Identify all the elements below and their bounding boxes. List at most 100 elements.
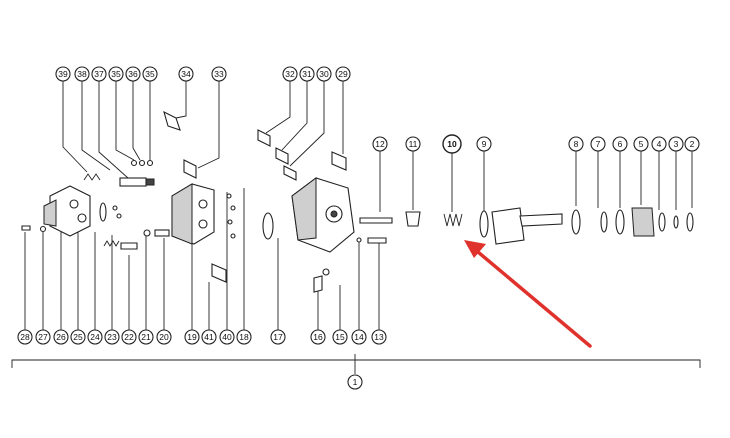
assembly-brace (11, 354, 701, 374)
dot-14 (356, 237, 362, 243)
flange-cover (49, 185, 91, 237)
parts-middle (257, 129, 421, 293)
spring-23 (103, 240, 120, 247)
dot-40b (230, 205, 236, 211)
svg-text:37: 37 (94, 69, 104, 79)
svg-text:3: 3 (674, 139, 679, 149)
callout-30: 30 (316, 66, 332, 82)
leader-35a (115, 81, 135, 161)
callout-40: 40 (219, 329, 235, 345)
svg-text:36: 36 (128, 69, 138, 79)
callout-10-highlighted: 10 (442, 134, 462, 154)
svg-text:16: 16 (313, 332, 323, 342)
bolt-13 (367, 237, 387, 244)
connector-33 (183, 159, 197, 179)
flange-stub (43, 199, 57, 227)
dot-18a (227, 219, 233, 225)
callout-16: 16 (310, 329, 326, 345)
svg-text:25: 25 (73, 332, 83, 342)
callout-31: 31 (299, 66, 315, 82)
svg-text:2: 2 (690, 139, 695, 149)
callout-37: 37 (91, 66, 107, 82)
svg-text:10: 10 (447, 139, 457, 149)
pin-20 (154, 229, 170, 237)
callout-19: 19 (184, 329, 200, 345)
cap-11 (405, 211, 421, 227)
leader-32 (265, 81, 291, 134)
svg-text:1: 1 (353, 377, 358, 387)
red-arrow-shaft (476, 250, 592, 348)
callout-1-assembly: 1 (347, 374, 363, 390)
pump-port-inner (330, 210, 338, 218)
svg-text:9: 9 (482, 139, 487, 149)
callout-25: 25 (70, 329, 86, 345)
screw-28 (21, 225, 31, 231)
callout-26: 26 (53, 329, 69, 345)
svg-text:33: 33 (214, 69, 224, 79)
callout-12: 12 (372, 136, 388, 152)
leader-39 (62, 81, 88, 173)
callout-33: 33 (211, 66, 227, 82)
leader-30 (289, 81, 325, 167)
callout-13: 13 (371, 329, 387, 345)
ring-6 (615, 209, 625, 235)
callout-32: 32 (282, 66, 298, 82)
washer-21 (143, 229, 151, 237)
svg-text:22: 22 (124, 332, 134, 342)
svg-text:8: 8 (574, 139, 579, 149)
callout-39: 39 (55, 66, 71, 82)
callout-36: 36 (125, 66, 141, 82)
svg-text:28: 28 (20, 332, 30, 342)
callout-9: 9 (476, 136, 492, 152)
svg-text:20: 20 (159, 332, 169, 342)
dot-18b (230, 233, 236, 239)
seal-35b (146, 159, 154, 167)
callout-38: 38 (74, 66, 90, 82)
bearing-5 (631, 207, 655, 237)
svg-text:6: 6 (618, 139, 623, 149)
pump-body-side (291, 177, 317, 241)
oring-17 (262, 212, 274, 240)
svg-text:26: 26 (56, 332, 66, 342)
dot-40a (226, 193, 232, 199)
svg-text:35: 35 (145, 69, 155, 79)
callout-6: 6 (612, 136, 628, 152)
ring-8 (571, 209, 581, 235)
leader-31 (281, 81, 308, 151)
parts-left (21, 110, 236, 283)
svg-text:41: 41 (204, 332, 214, 342)
parts-right (443, 207, 694, 245)
callouts-top: 39 38 37 35 36 35 34 33 32 31 30 29 12 1… (55, 66, 700, 154)
svg-text:31: 31 (302, 69, 312, 79)
callout-35b: 35 (142, 66, 158, 82)
leader-34 (175, 81, 187, 119)
leader-33 (197, 81, 220, 169)
ring-2 (686, 212, 694, 232)
svg-text:7: 7 (596, 139, 601, 149)
callout-22: 22 (121, 329, 137, 345)
svg-text:19: 19 (187, 332, 197, 342)
callout-17: 17 (270, 329, 286, 345)
red-arrow (464, 240, 592, 348)
callout-29: 29 (335, 66, 351, 82)
oring-25 (99, 202, 107, 222)
callout-8: 8 (568, 136, 584, 152)
fitting-29 (331, 151, 347, 171)
seal-35 (138, 159, 146, 167)
svg-text:18: 18 (239, 332, 249, 342)
svg-text:12: 12 (375, 139, 385, 149)
svg-text:40: 40 (222, 332, 232, 342)
callout-35a: 35 (108, 66, 124, 82)
bolt-22 (120, 242, 138, 250)
callout-2: 2 (684, 136, 700, 152)
svg-text:5: 5 (639, 139, 644, 149)
callout-23: 23 (104, 329, 120, 345)
leader-lines-top (62, 81, 693, 212)
leader-38 (81, 81, 111, 171)
svg-text:13: 13 (374, 332, 384, 342)
shaft-rod (519, 213, 563, 227)
svg-text:35: 35 (111, 69, 121, 79)
svg-text:39: 39 (58, 69, 68, 79)
housing-19-hole-a (198, 199, 208, 209)
